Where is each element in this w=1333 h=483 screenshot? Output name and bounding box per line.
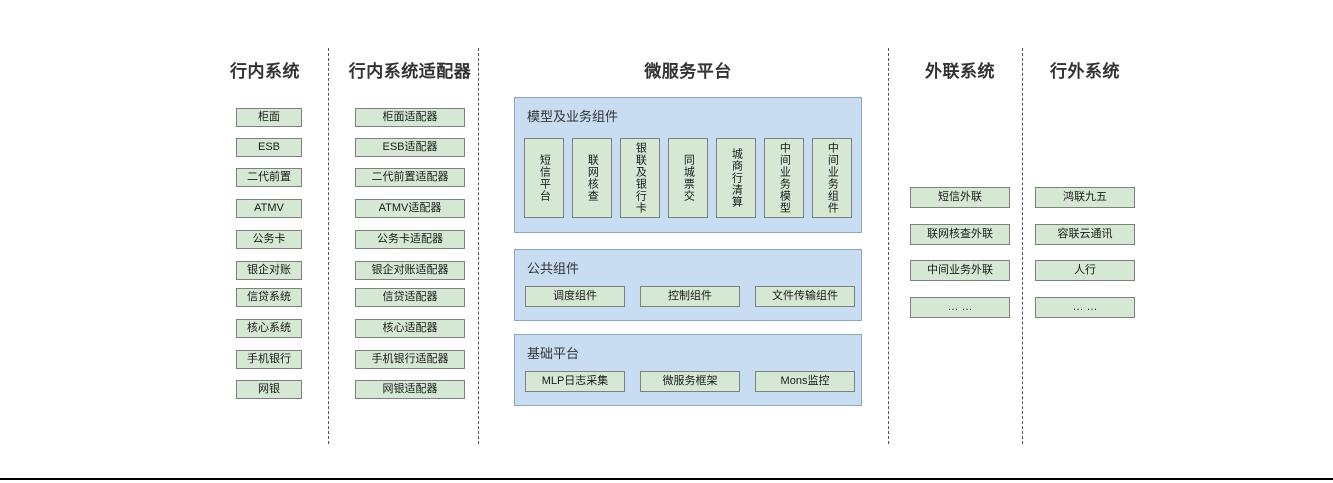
column-title-outside-bank-systems: 行外系统: [1050, 62, 1120, 81]
node-internal-system[interactable]: 二代前置: [236, 168, 302, 187]
node-model-component[interactable]: 城商行清算: [716, 138, 756, 218]
node-internal-adapter[interactable]: 网银适配器: [355, 380, 465, 399]
divider-3: [888, 48, 889, 444]
node-internal-system[interactable]: ESB: [236, 138, 302, 157]
panel-public-components: 公共组件: [514, 249, 862, 321]
panel-label-base-platform: 基础平台: [527, 346, 580, 361]
node-base-platform-component[interactable]: 微服务框架: [640, 371, 740, 392]
node-internal-system[interactable]: 银企对账: [236, 261, 302, 280]
node-internal-adapter[interactable]: ESB适配器: [355, 138, 465, 157]
divider-4: [1022, 48, 1023, 444]
column-title-internal-adapters: 行内系统适配器: [348, 62, 472, 81]
panel-base-platform: 基础平台: [514, 334, 862, 406]
node-internal-adapter[interactable]: 信贷适配器: [355, 288, 465, 307]
divider-2: [478, 48, 479, 444]
node-model-component[interactable]: 联网核查: [572, 138, 612, 218]
node-outside-bank-system[interactable]: 容联云通讯: [1035, 224, 1135, 245]
node-internal-adapter[interactable]: ATMV适配器: [355, 199, 465, 218]
node-model-component[interactable]: 中间业务组件: [812, 138, 852, 218]
node-internal-adapter[interactable]: 银企对账适配器: [355, 261, 465, 280]
node-internal-adapter[interactable]: 公务卡适配器: [355, 230, 465, 249]
column-title-internal-systems: 行内系统: [230, 62, 300, 81]
node-internal-adapter[interactable]: 柜面适配器: [355, 108, 465, 127]
node-model-component[interactable]: 同城票交: [668, 138, 708, 218]
node-outside-bank-system[interactable]: … …: [1035, 297, 1135, 318]
node-public-component[interactable]: 调度组件: [525, 286, 625, 307]
node-internal-adapter[interactable]: 二代前置适配器: [355, 168, 465, 187]
node-internal-adapter[interactable]: 手机银行适配器: [355, 350, 465, 369]
node-model-component[interactable]: 银联及银行卡: [620, 138, 660, 218]
node-model-component[interactable]: 中间业务模型: [764, 138, 804, 218]
node-external-link-system[interactable]: … …: [910, 297, 1010, 318]
node-public-component[interactable]: 控制组件: [640, 286, 740, 307]
node-outside-bank-system[interactable]: 人行: [1035, 260, 1135, 281]
node-model-component[interactable]: 短信平台: [524, 138, 564, 218]
panel-label-model-business-components: 模型及业务组件: [527, 109, 619, 124]
node-public-component[interactable]: 文件传输组件: [755, 286, 855, 307]
node-internal-system[interactable]: 公务卡: [236, 230, 302, 249]
bottom-divider-rule: [0, 478, 1333, 480]
node-base-platform-component[interactable]: MLP日志采集: [525, 371, 625, 392]
divider-1: [328, 48, 329, 444]
column-title-external-link-systems: 外联系统: [925, 62, 995, 81]
node-internal-system[interactable]: 信贷系统: [236, 288, 302, 307]
node-internal-system[interactable]: 手机银行: [236, 350, 302, 369]
node-external-link-system[interactable]: 联网核查外联: [910, 224, 1010, 245]
node-base-platform-component[interactable]: Mons监控: [755, 371, 855, 392]
node-internal-system[interactable]: ATMV: [236, 199, 302, 218]
node-internal-system[interactable]: 网银: [236, 380, 302, 399]
column-title-microservice-platform: 微服务平台: [644, 62, 732, 81]
node-internal-system[interactable]: 柜面: [236, 108, 302, 127]
node-internal-adapter[interactable]: 核心适配器: [355, 319, 465, 338]
node-external-link-system[interactable]: 中间业务外联: [910, 260, 1010, 281]
node-external-link-system[interactable]: 短信外联: [910, 187, 1010, 208]
panel-label-public-components: 公共组件: [527, 261, 580, 276]
node-internal-system[interactable]: 核心系统: [236, 319, 302, 338]
node-outside-bank-system[interactable]: 鸿联九五: [1035, 187, 1135, 208]
